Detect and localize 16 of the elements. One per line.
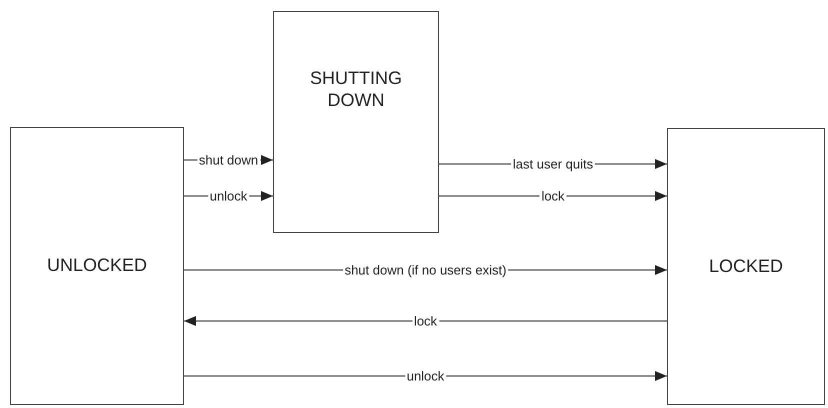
edge-label: unlock [404, 370, 446, 382]
edge-label: lock [539, 190, 567, 202]
arrow [184, 371, 668, 381]
edge-label: lock [412, 314, 440, 328]
state-box [667, 128, 825, 405]
edge-label: shut down (if no users exist) [342, 264, 508, 276]
arrow [184, 316, 668, 326]
arrow [438, 191, 668, 201]
edge-label: shut down [196, 154, 260, 166]
state-name: UNLOCKED [46, 255, 148, 277]
state-name: SHUTTING DOWN [309, 68, 403, 112]
edge-label: unlock [208, 190, 250, 202]
state-box [273, 11, 439, 233]
edge-label: last user quits [510, 158, 596, 170]
state-box [10, 127, 184, 405]
state-name: LOCKED [708, 256, 784, 278]
